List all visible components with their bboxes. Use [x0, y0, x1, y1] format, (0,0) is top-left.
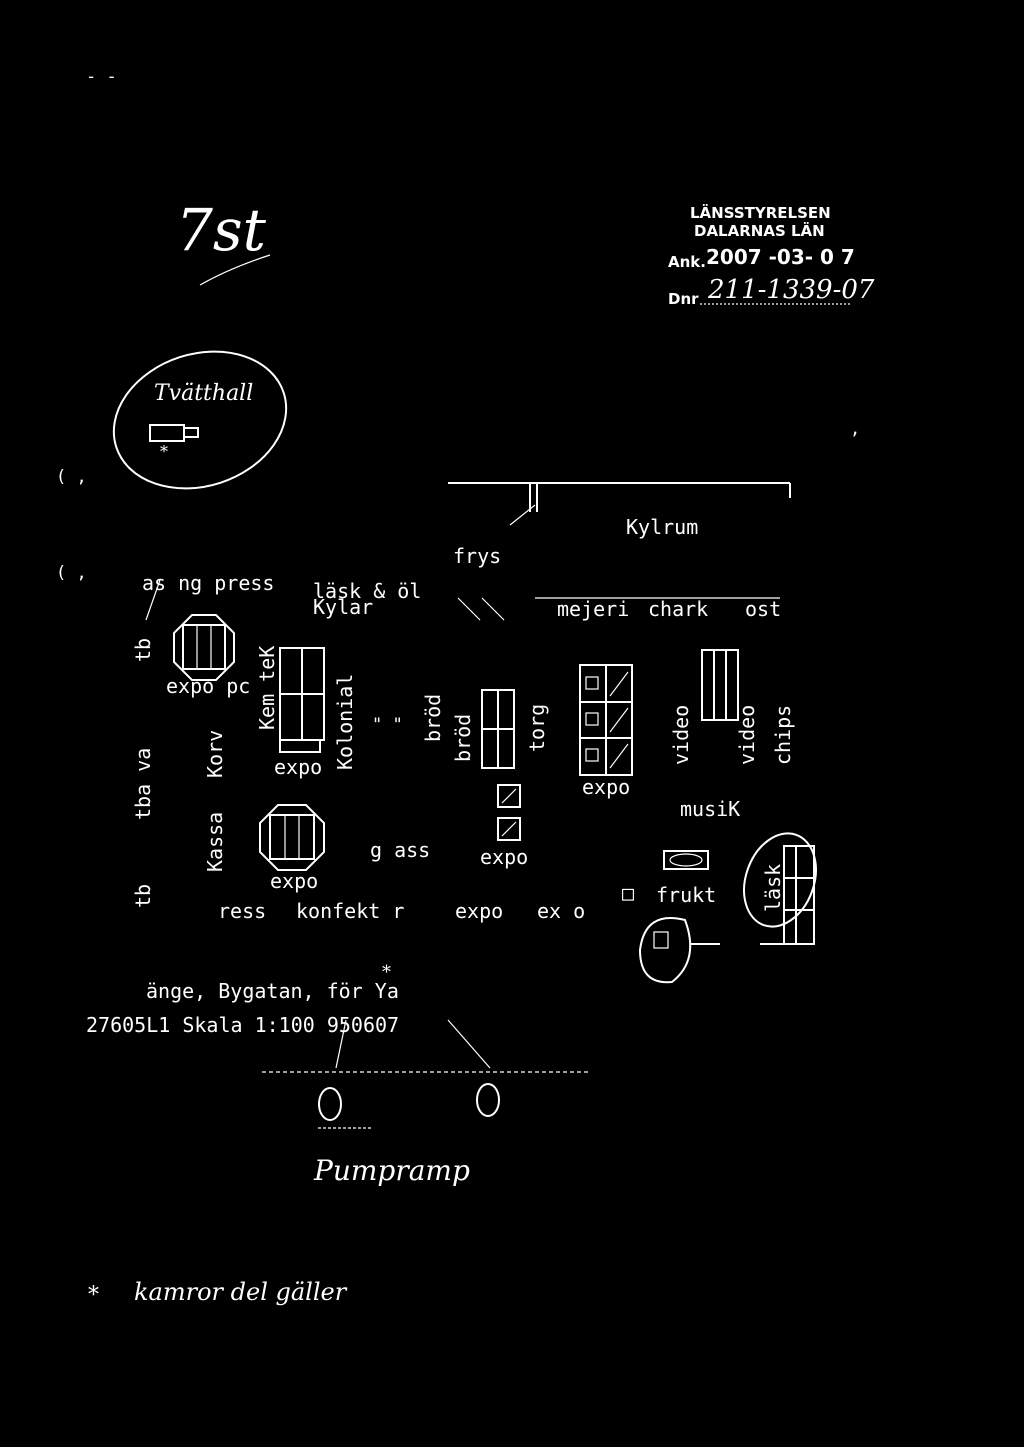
stray-mark-top: - - — [86, 67, 117, 87]
pumpramp-sketch: Pumpramp — [262, 1019, 590, 1187]
stamp-agency-line2: DALARNAS LÄN — [694, 221, 825, 240]
label-glass: g ass — [370, 838, 430, 862]
freezer-doors — [457, 597, 505, 621]
aisle-marks: " " — [372, 715, 403, 735]
frukt-area: □ frukt läsk — [622, 832, 817, 984]
pump-icon — [653, 931, 669, 949]
octagon-display-1 — [173, 614, 235, 681]
caption-line-2: 27605L1 Skala 1:100 950607 — [86, 1013, 399, 1037]
label-tb-1: tb — [131, 638, 155, 662]
shelf-kemtek — [279, 647, 325, 753]
room-kylrum: Kylrum — [626, 515, 698, 539]
label-lask-ol: läsk & öl — [313, 579, 421, 603]
room-chark: chark — [648, 597, 708, 621]
label-kassa: Kassa — [203, 812, 227, 872]
building-walls — [448, 482, 791, 599]
lask-circle — [743, 832, 817, 928]
footnote-star-icon: * — [88, 1283, 99, 1308]
label-korv: Korv — [203, 730, 227, 778]
shelf-kemtek-endcap — [279, 739, 321, 753]
freezer-door-2 — [481, 597, 505, 621]
musik-display — [663, 850, 709, 870]
label-kylar: Kylar — [313, 595, 373, 619]
caption-star-icon: * — [382, 962, 391, 983]
mark-underline — [199, 254, 271, 286]
shelf-lask — [783, 845, 815, 945]
label-tba-va: tba va — [131, 748, 155, 820]
tvatthall-label: Tvätthall — [154, 381, 253, 406]
octagon-display-2 — [259, 804, 325, 871]
label-expo-1: expo — [274, 755, 322, 779]
octagon-2-inner — [269, 814, 315, 860]
room-frys: frys — [453, 544, 501, 568]
stamp-dnr-label: Dnr — [668, 290, 699, 308]
label-tb-2: tb — [131, 884, 155, 908]
label-chips: chips — [771, 705, 795, 765]
caption-line-1: änge, Bygatan, för Ya — [146, 979, 399, 1003]
stamp-ank-label: Ank. — [668, 253, 706, 271]
handwritten-7st: 7st — [176, 196, 267, 264]
tvatthall-circle — [112, 350, 288, 490]
label-frukt: frukt — [656, 883, 716, 907]
label-expo-pc: expo pc — [166, 674, 250, 698]
footnote-text: kamror del gäller — [134, 1278, 348, 1306]
pump-1-icon — [318, 1087, 342, 1121]
kylrum-door-swing — [509, 504, 536, 526]
label-brod-1: bröd — [421, 694, 445, 742]
shelf-video-frame — [701, 649, 739, 721]
label-expo-4: expo — [582, 775, 630, 799]
freezer-door-1 — [457, 597, 481, 621]
stamp-date: 2007 -03- 0 7 — [706, 245, 855, 269]
tvatthall-note: Tvätthall * — [112, 350, 288, 490]
stamp-agency-line1: LÄNSSTYRELSEN — [690, 203, 831, 222]
label-lask-2: läsk — [761, 864, 785, 912]
octagon-1-outer — [173, 614, 235, 681]
chill-cabinets — [579, 664, 633, 776]
stray-mark-left-2: ( , — [56, 563, 87, 583]
expo-box-2 — [497, 817, 521, 841]
tvatthall-bay-icon-2 — [183, 427, 199, 438]
received-stamp: LÄNSSTYRELSEN DALARNAS LÄN Ank. 2007 -03… — [668, 203, 875, 308]
label-torg: torg — [525, 704, 549, 752]
label-tidning-press: as ng press — [142, 571, 274, 595]
room-ost: ost — [745, 597, 781, 621]
octagon-1-inner — [182, 624, 226, 670]
expo-boxes-center — [497, 784, 521, 841]
star-icon: * — [160, 442, 168, 461]
pump-circle — [638, 917, 692, 984]
handwritten-top-mark: 7st — [176, 196, 271, 286]
label-press: ress — [218, 899, 266, 923]
shelf-video — [701, 649, 739, 721]
label-musik: musiK — [680, 797, 740, 821]
label-video-2: video — [735, 705, 759, 765]
label-expo-6: ex o — [537, 899, 585, 923]
octagon-2-outer — [259, 804, 325, 871]
label-kemtek: Kem teK — [255, 646, 279, 730]
label-expo-2: expo — [270, 869, 318, 893]
label-konfekt: konfekt r — [296, 899, 404, 923]
tvatthall-bay-icon — [149, 424, 185, 442]
stray-mark-left-1: ( , — [56, 467, 87, 487]
room-mejeri: mejeri — [557, 597, 629, 621]
label-video-1: video — [669, 705, 693, 765]
shelf-brod — [481, 689, 515, 769]
expo-box-1 — [497, 784, 521, 808]
press-pointer — [145, 579, 161, 621]
label-expo-5: expo — [455, 899, 503, 923]
label-expo-3: expo — [480, 845, 528, 869]
pump-2-icon — [476, 1083, 500, 1117]
label-brod-2: bröd — [451, 714, 475, 762]
stamp-dnr-value: 211-1339-07 — [707, 275, 875, 305]
pumpramp-label: Pumpramp — [313, 1154, 470, 1187]
label-kolonial: Kolonial — [333, 674, 357, 770]
stray-mark-right: , — [850, 419, 860, 439]
frukt-box-icon: □ — [622, 881, 634, 905]
